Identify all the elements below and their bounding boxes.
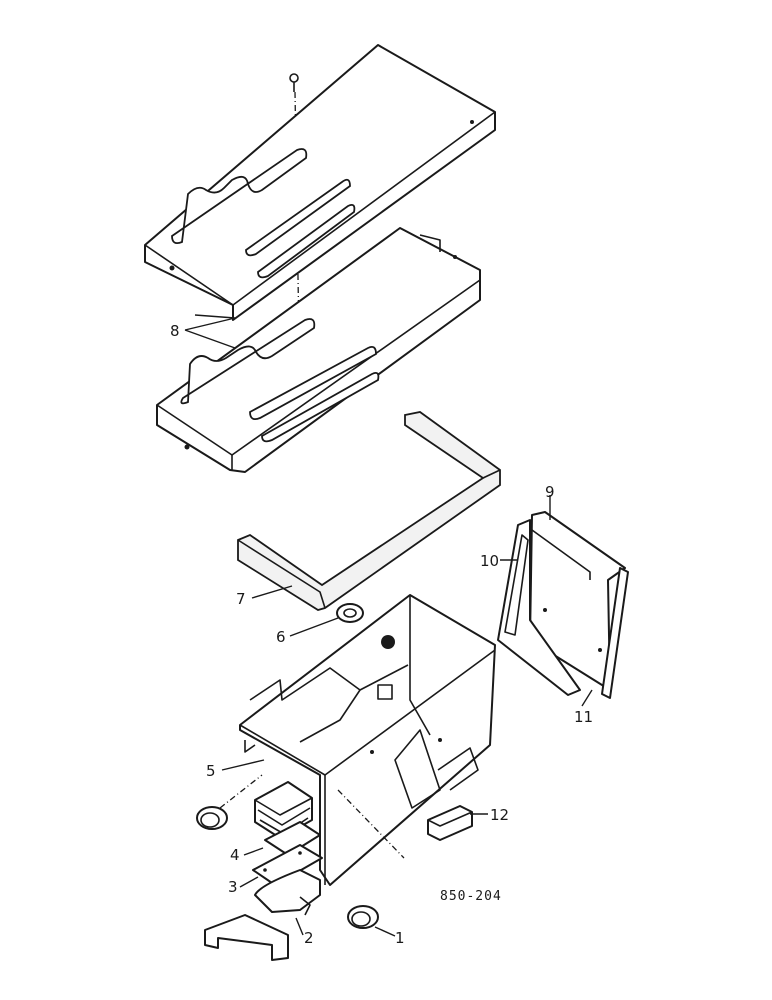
grommet — [336, 603, 364, 623]
callout-9: 9 — [545, 483, 555, 501]
callout-10: 10 — [480, 552, 499, 570]
lower-shift-plate — [156, 227, 481, 473]
housing-centerline — [337, 789, 405, 859]
retainer-plate — [252, 844, 323, 886]
callout-6: 6 — [276, 628, 286, 646]
callout-12: 12 — [490, 806, 509, 824]
callout-5: 5 — [206, 762, 216, 780]
callout-8: 8 — [170, 322, 180, 340]
callout-4: 4 — [230, 846, 240, 864]
seal-strip — [601, 567, 629, 699]
screw — [289, 73, 299, 92]
bracket — [204, 869, 321, 961]
foam-seal — [237, 411, 501, 611]
plug-centerline — [219, 774, 263, 809]
rubber-boot — [254, 781, 321, 856]
reference-code: 850-204 — [440, 889, 502, 904]
bottom-plug — [347, 905, 379, 929]
callout-2: 2 — [304, 929, 314, 947]
callout-3: 3 — [228, 878, 238, 896]
left-plug — [196, 806, 228, 830]
console-housing — [239, 594, 496, 886]
callout-7: 7 — [236, 590, 246, 608]
pad — [427, 805, 473, 841]
callout-11: 11 — [574, 708, 593, 726]
callout-1: 1 — [395, 929, 405, 947]
upper-shift-plate — [144, 44, 496, 321]
leader-lines — [184, 314, 593, 937]
gasket-frame — [497, 519, 581, 696]
